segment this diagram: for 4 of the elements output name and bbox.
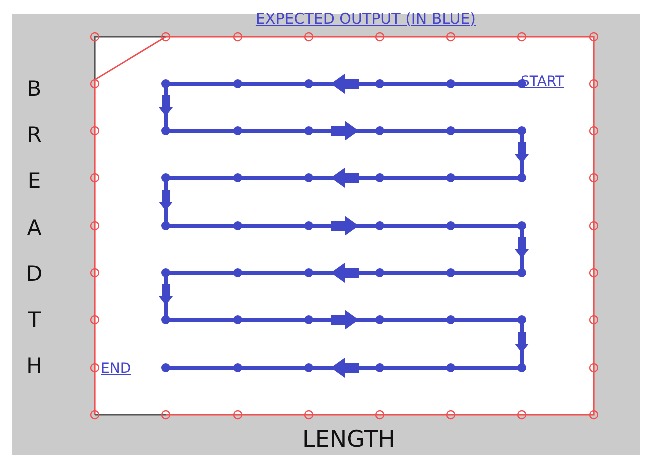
end-label: END bbox=[101, 362, 132, 376]
title: EXPECTED OUTPUT (IN BLUE) bbox=[256, 12, 476, 27]
axis-label: LENGTH bbox=[302, 429, 396, 452]
axis-label: BREADTH bbox=[25, 76, 44, 380]
